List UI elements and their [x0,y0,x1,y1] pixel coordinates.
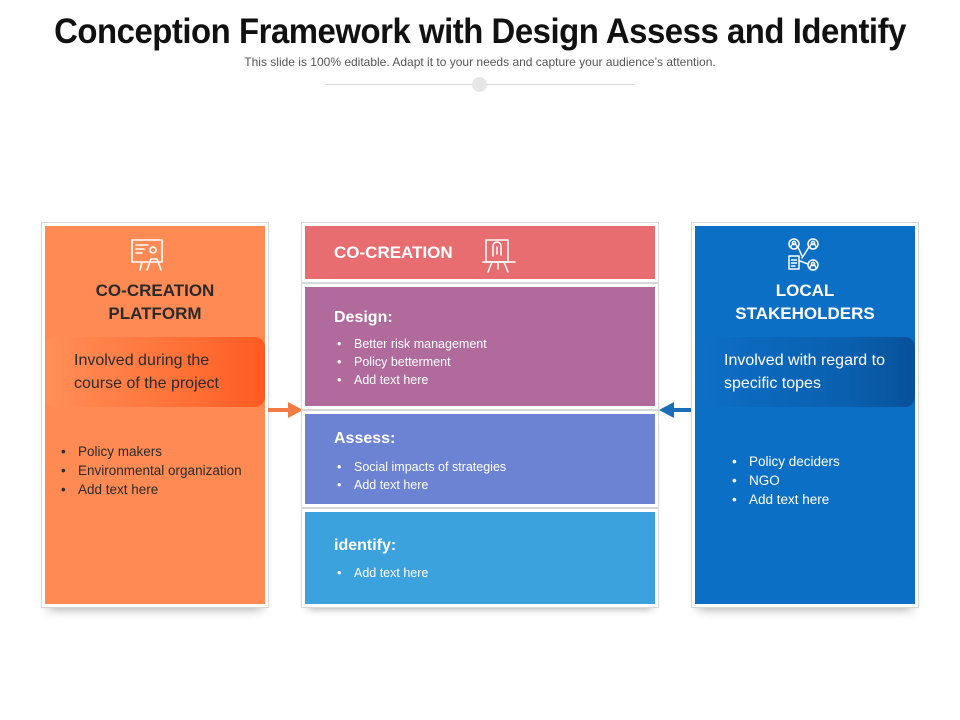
slide-subtitle: This slide is 100% editable. Adapt it to… [244,55,716,69]
right-arrow-icon [268,402,303,418]
list-item: Environmental organization [59,461,249,480]
left-callout-text: Involved during the course of the projec… [45,337,265,407]
list-item: Add text here [335,371,487,389]
assess-bullet-list: Social impacts of strategies Add text he… [335,458,506,494]
local-stakeholders-title: LOCAL STAKEHOLDERS [695,279,915,325]
left-arrow-icon [659,402,694,418]
slide-title: Conception Framework with Design Assess … [54,12,906,51]
left-bullet-list: Policy makers Environmental organization… [59,442,249,499]
co-creation-platform-title: CO-CREATION PLATFORM [45,279,265,325]
design-bullet-list: Better risk management Policy betterment… [335,335,487,389]
list-item: Add text here [335,476,506,494]
local-stakeholders-panel: LOCAL STAKEHOLDERS Involved with regard … [692,223,918,607]
right-callout-text: Involved with regard to specific topes [695,337,915,407]
list-item: Add text here [730,490,910,509]
co-creation-header-label: CO-CREATION [334,243,453,262]
identify-bullet-list: Add text here [335,564,428,582]
platform-board-icon [131,239,163,271]
list-item: Social impacts of strategies [335,458,506,476]
list-item: Policy deciders [730,452,910,471]
assess-title: Assess: [334,430,396,447]
title-divider-dot [472,77,487,92]
left-title-line1: CO-CREATION [95,281,215,300]
list-item: Better risk management [335,335,487,353]
stakeholders-network-icon [788,238,819,271]
list-item: NGO [730,471,910,490]
presentation-easel-icon [482,239,516,273]
design-box: Design: Better risk management Policy be… [302,284,658,409]
right-bullet-list: Policy deciders NGO Add text here [730,452,910,509]
assess-box: Assess: Social impacts of strategies Add… [302,411,658,507]
co-creation-platform-panel: CO-CREATION PLATFORM Involved during the… [42,223,268,607]
list-item: Policy makers [59,442,249,461]
list-item: Policy betterment [335,353,487,371]
design-title: Design: [334,309,393,326]
right-title-line1: LOCAL [775,281,835,300]
list-item: Add text here [335,564,428,582]
right-title-line2: STAKEHOLDERS [735,304,875,323]
list-item: Add text here [59,480,249,499]
identify-box: identify: Add text here [302,509,658,607]
identify-title: identify: [334,537,397,554]
left-title-line2: PLATFORM [108,304,202,323]
co-creation-header-box: CO-CREATION [302,223,658,282]
